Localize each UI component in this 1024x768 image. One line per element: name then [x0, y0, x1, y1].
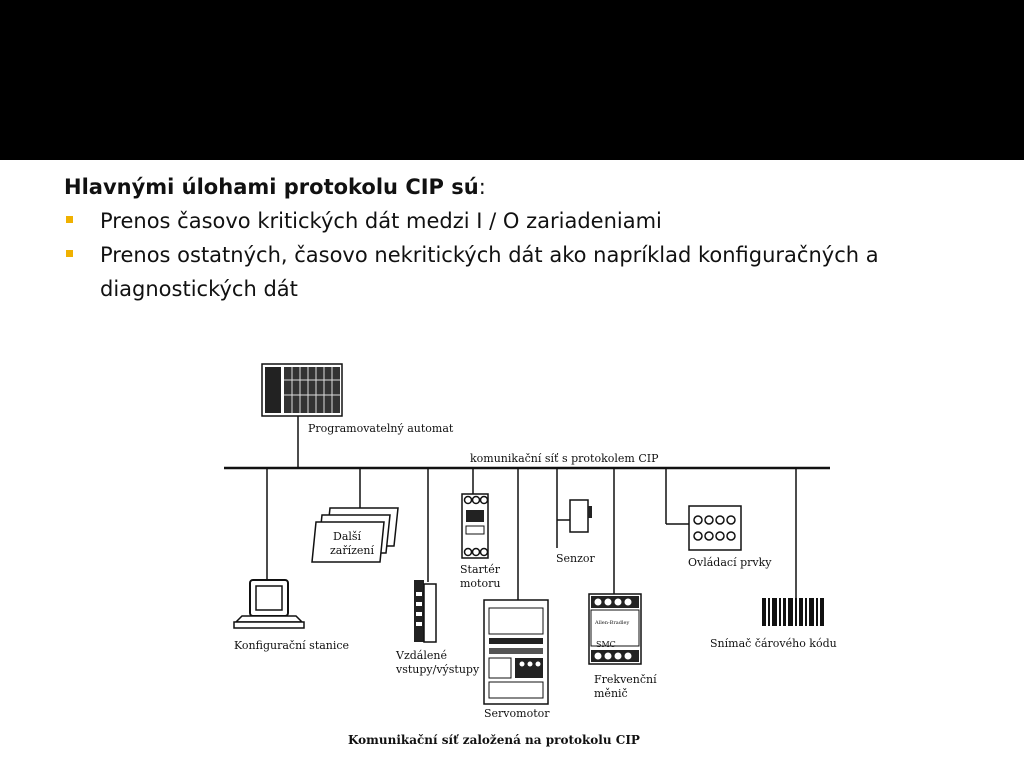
- servomotor-label: Servomotor: [484, 707, 550, 720]
- bullet-item: Prenos ostatných, časovo nekritických dá…: [64, 238, 964, 306]
- motor-starter-icon: [461, 493, 489, 559]
- frequency-converter-brand: Allen-Bradley: [594, 620, 629, 626]
- frequency-converter-model: SMC: [596, 640, 616, 649]
- frequency-converter-label-1: Frekvenční: [594, 673, 657, 686]
- controls-label: Ovládací prvky: [688, 556, 772, 569]
- barcode-label: Snímač čárového kódu: [710, 637, 837, 650]
- servomotor-icon: [483, 599, 549, 705]
- sensor-icon: [569, 499, 592, 533]
- control-panel-icon: [688, 505, 742, 551]
- other-devices-icon: [311, 507, 399, 563]
- bullet-list: Prenos časovo kritických dát medzi I / O…: [64, 204, 964, 306]
- barcode-icon: [762, 598, 824, 626]
- plc-icon: [261, 363, 343, 417]
- diagram-caption: Komunikační síť založená na protokolu CI…: [348, 733, 640, 747]
- config-station-label: Konfigurační stanice: [234, 639, 349, 652]
- remote-io-label-1: Vzdálené: [395, 649, 447, 662]
- frequency-converter-icon: [588, 593, 642, 665]
- slide-content: Hlavnými úlohami protokolu CIP sú: Preno…: [64, 170, 964, 306]
- title-band: [0, 0, 1024, 160]
- sensor-label: Senzor: [556, 552, 596, 565]
- computer-icon: [233, 579, 305, 629]
- slide-heading: Hlavnými úlohami protokolu CIP sú:: [64, 175, 486, 199]
- bullet-marker: [66, 216, 73, 223]
- plc-label: Programovatelný automat: [308, 422, 454, 435]
- other-devices-label-1: Další: [333, 530, 362, 543]
- starter-label-1: Startér: [460, 563, 501, 576]
- remote-io-label-2: vstupy/výstupy: [395, 663, 480, 676]
- other-devices-label-2: zařízení: [330, 544, 375, 557]
- bullet-marker: [66, 250, 73, 257]
- frequency-converter-label-2: měnič: [594, 687, 628, 700]
- starter-label-2: motoru: [460, 577, 500, 590]
- remote-io-icon: [414, 580, 437, 643]
- network-label: komunikační síť s protokolem CIP: [470, 452, 659, 465]
- bullet-item: Prenos časovo kritických dát medzi I / O…: [64, 204, 964, 238]
